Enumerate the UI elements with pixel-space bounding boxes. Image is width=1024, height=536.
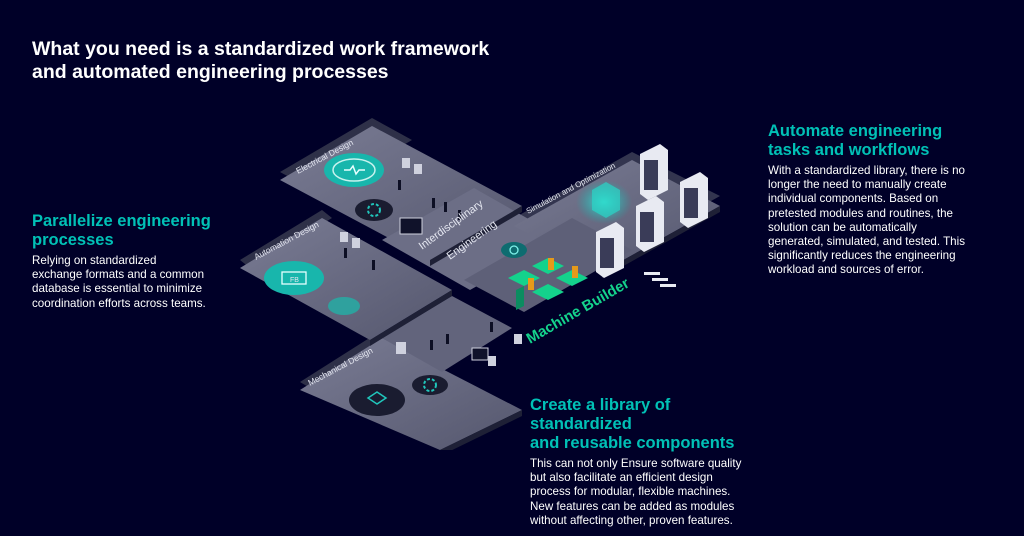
library-body-line: This can not only Ensure software qualit… (530, 457, 742, 470)
automate-body-line: workload and sources of error. (768, 263, 924, 277)
machine-modules (508, 258, 588, 310)
simulation-cube (592, 182, 620, 218)
server-rack-icon (640, 144, 668, 200)
gear-icon (423, 378, 437, 392)
gear-icon (367, 203, 381, 217)
automate-body-line: With a standardized library, there is no (768, 164, 965, 177)
fb-label: FB (290, 277, 299, 284)
function-block-icon (281, 271, 307, 285)
automate-heading: Automate engineering tasks and workflows (768, 122, 965, 160)
library-section: Create a library of standardized and reu… (530, 396, 741, 528)
library-body-line: New features can be added as modules (530, 499, 735, 513)
cube-design-icon (366, 391, 388, 405)
library-body-line: without affecting other, proven features… (530, 513, 733, 527)
library-body-line: but also facilitate an efficient design (530, 471, 713, 485)
automate-body-line: significantly reduces the engineering (768, 249, 956, 263)
automate-section: Automate engineering tasks and workflows… (768, 122, 965, 278)
automate-body-line: solution can be automatically (768, 220, 917, 234)
parallelize-heading-line2: processes (32, 231, 114, 249)
parallelize-heading: Parallelize engineering processes (32, 212, 211, 250)
page-title-line1: What you need is a standardized work fra… (32, 38, 490, 60)
parallelize-body-line: database is essential to minimize (32, 282, 203, 296)
automate-body-line: generated, simulated, and tested. This (768, 235, 966, 249)
server-rack-icon (680, 172, 708, 228)
engineering-floorplan-illustration: FB (240, 118, 720, 450)
automate-heading-line2: tasks and workflows (768, 141, 930, 159)
parallelize-heading-line1: Parallelize engineering (32, 212, 211, 230)
page-title: What you need is a standardized work fra… (32, 38, 592, 84)
electrical-circuit-icon (344, 164, 365, 176)
server-rack-icon (636, 196, 664, 252)
parallelize-body-line: coordination efforts across teams. (32, 296, 206, 310)
parallelize-body-line: Relying on standardized (32, 254, 157, 267)
automate-body-line: longer the need to manually create (768, 178, 947, 192)
automate-body: With a standardized library, there is no… (768, 164, 965, 278)
library-body-line: process for modular, flexible machines. (530, 485, 731, 499)
automate-body-line: individual components. Based on (768, 192, 939, 206)
parallelize-body-line: exchange formats and a common (32, 268, 205, 282)
monitor-icon (399, 217, 423, 235)
automate-heading-line1: Automate engineering (768, 122, 943, 140)
automate-body-line: pretested modules and routines, the (768, 206, 953, 220)
parallelize-body: Relying on standardized exchange formats… (32, 254, 211, 311)
library-heading-line1: Create a library of (530, 396, 671, 414)
library-heading: Create a library of standardized and reu… (530, 396, 741, 453)
server-racks (596, 144, 708, 278)
people (344, 180, 493, 350)
library-heading-line2: standardized (530, 415, 632, 433)
parallelize-section: Parallelize engineering processes Relyin… (32, 212, 211, 311)
design-pads: FB (264, 153, 527, 416)
library-body: This can not only Ensure software qualit… (530, 457, 741, 528)
library-heading-line3: and reusable components (530, 434, 735, 452)
server-rack-icon (596, 222, 624, 278)
monitor-icon (471, 347, 489, 361)
automation-floor (240, 218, 452, 340)
page-title-line2: and automated engineering processes (32, 61, 389, 83)
network-icon (509, 245, 519, 255)
conveyor (644, 272, 676, 287)
mechanical-floor (300, 338, 522, 450)
